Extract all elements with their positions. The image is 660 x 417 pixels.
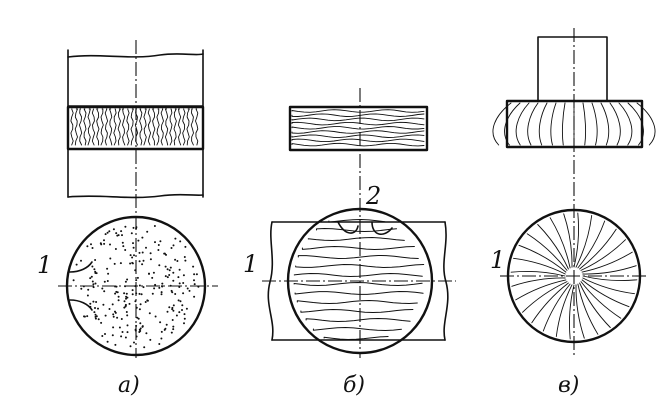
panel-b: 1 2 б) [243,88,456,398]
panel-c-marker-1: 1 [490,246,505,274]
panel-a: 1 а) [37,40,218,398]
panel-b-marker-2: 2 [365,182,381,210]
panel-a-marker-1: 1 [37,251,52,279]
panel-c-caption: в) [558,373,579,398]
panel-b-caption: б) [343,373,365,398]
panel-a-workpiece [66,105,205,151]
panel-b-workpiece [288,105,429,152]
panel-b-marker-1: 1 [243,250,258,278]
panel-c-upper-tool [537,36,608,101]
panel-a-lower-die [67,149,204,199]
panel-a-caption: а) [118,373,140,398]
panel-b-flat-dies [267,221,449,341]
panel-c: 1 в) [490,28,656,398]
